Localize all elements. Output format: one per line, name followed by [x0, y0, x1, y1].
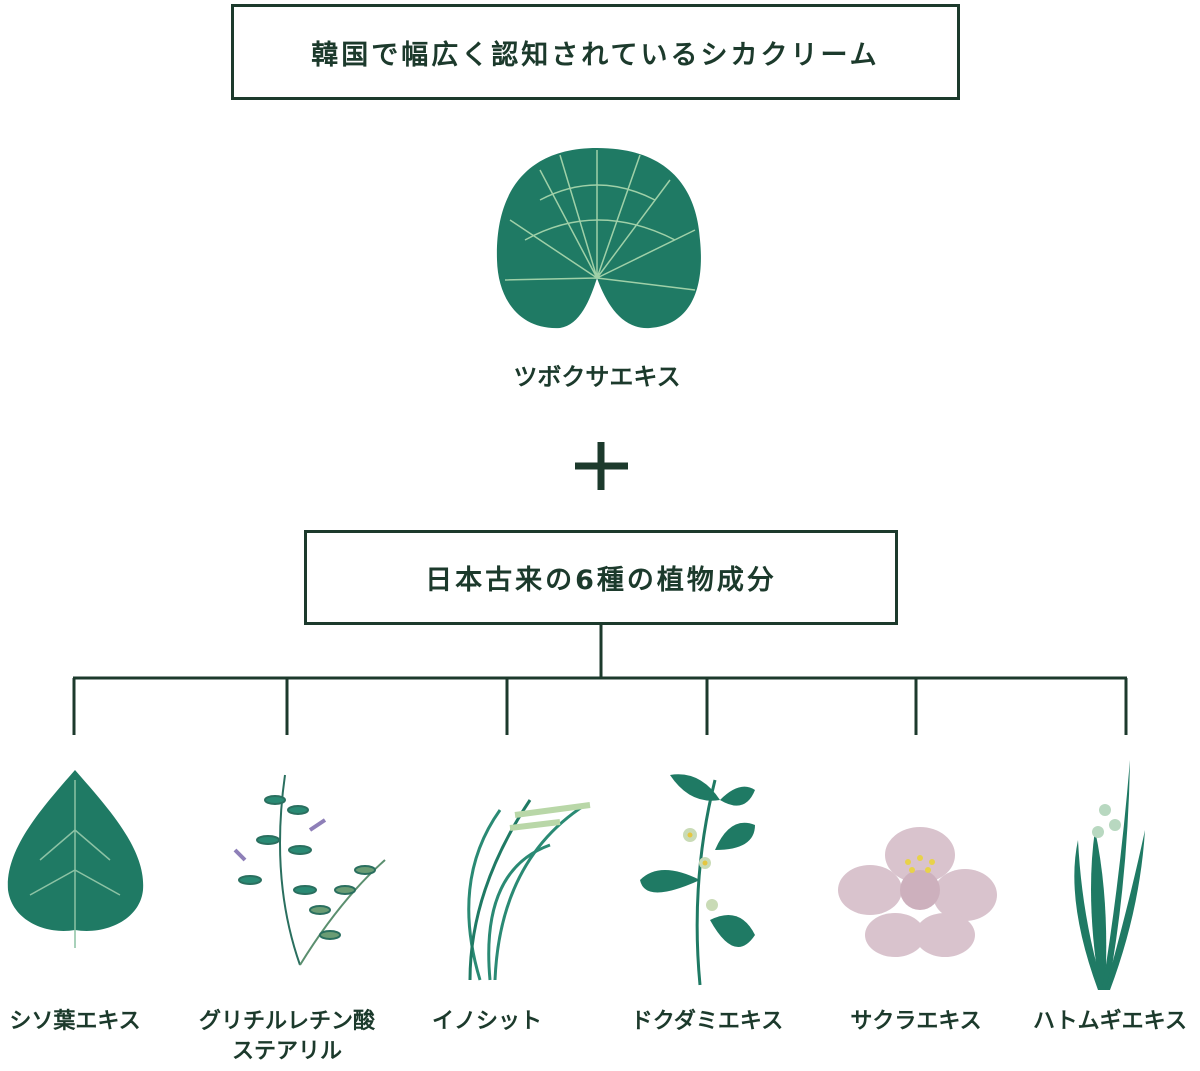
rice-plant-icon	[467, 799, 591, 981]
connector-lines	[72, 625, 1128, 735]
ingredient-label: ハトムギエキス	[1032, 1009, 1187, 1034]
ingredient-label: グリチルレチン酸ステアリル	[198, 1009, 375, 1064]
licorice-plant-icon	[233, 774, 386, 966]
dokudami-plant-icon	[640, 774, 755, 986]
bottom-title: 日本古来の6種の植物成分	[425, 565, 777, 596]
top-title: 韓国で幅広く認知されているシカクリーム	[311, 39, 880, 71]
ingredient-label: ドクダミエキス	[630, 1009, 784, 1034]
ingredient-label: シソ葉エキス	[9, 1009, 141, 1034]
top-title-box: 韓国で幅広く認知されているシカクリーム	[231, 4, 960, 100]
job-tears-plant-icon	[1074, 760, 1145, 990]
perilla-leaf-icon	[7, 770, 144, 948]
sakura-flower-icon	[838, 827, 997, 957]
ingredient-label: サクラエキス	[850, 1009, 982, 1034]
ingredient-label: イノシット	[431, 1009, 542, 1034]
main-ingredient-label: ツボクサエキス	[513, 363, 681, 391]
bottom-title-box: 日本古来の6種の植物成分	[304, 530, 898, 625]
centella-leaf-icon	[496, 148, 701, 329]
plus-icon	[575, 442, 628, 490]
